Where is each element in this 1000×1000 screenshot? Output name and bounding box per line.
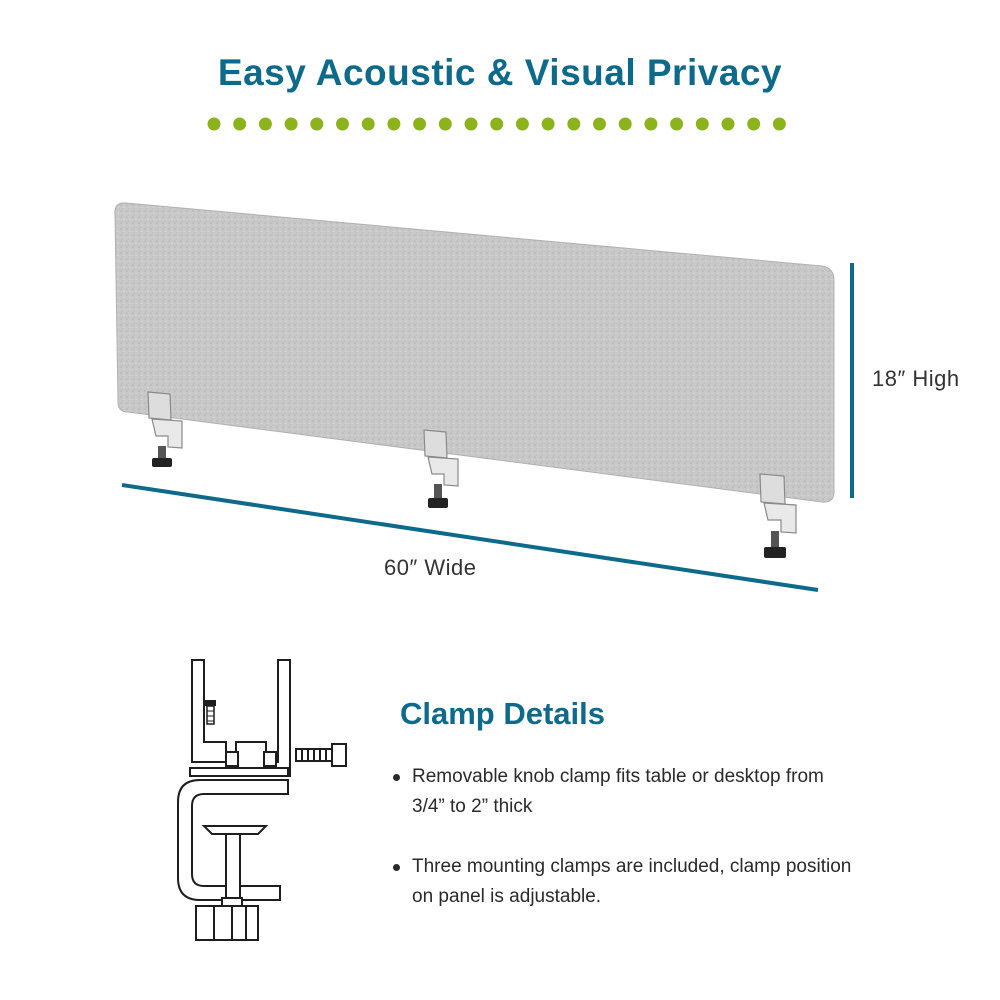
panel-clamp-right — [759, 473, 797, 558]
list-item: Three mounting clamps are included, clam… — [390, 852, 860, 912]
divider-dot — [618, 117, 632, 131]
divider-dot — [233, 117, 247, 131]
divider-dot — [336, 117, 349, 131]
divider-dot — [310, 117, 324, 131]
page-title: Easy Acoustic & Visual Privacy — [217, 52, 783, 93]
width-dimension-line — [121, 483, 819, 592]
divider-dot — [207, 117, 221, 131]
divider-dot — [438, 117, 452, 131]
desk-clamp-icon — [177, 659, 291, 941]
divider-dot — [541, 117, 555, 131]
divider-dot — [515, 117, 529, 131]
width-label: 60″ Wide — [384, 555, 477, 580]
height-label: 18″ High — [872, 366, 960, 391]
divider-dot — [464, 117, 478, 131]
list-item: Removable knob clamp fits table or deskt… — [390, 762, 860, 822]
knob-icon — [195, 905, 259, 941]
bullet-text: Removable knob clamp fits table or deskt… — [412, 766, 824, 817]
bullet-text: Three mounting clamps are included, clam… — [412, 856, 852, 907]
screw-icon — [205, 700, 216, 725]
divider-dot — [593, 117, 606, 131]
panel-clamp-left — [147, 391, 183, 467]
divider-dot — [567, 117, 581, 131]
clamp-details-list: Removable knob clamp fits table or deskt… — [390, 762, 860, 942]
panel-clamp-middle — [423, 429, 459, 508]
divider-dot — [387, 117, 401, 131]
divider-dot — [721, 117, 735, 131]
divider-dot — [361, 117, 375, 131]
divider-dot — [490, 117, 504, 131]
divider-dot — [670, 117, 684, 131]
divider-dot — [772, 117, 786, 131]
bullet-icon — [393, 774, 400, 781]
divider-dot — [258, 117, 272, 131]
divider-dot — [644, 117, 658, 131]
privacy-panel — [114, 202, 835, 503]
dotted-divider — [207, 117, 786, 131]
clamp-details-heading: Clamp Details — [400, 696, 606, 731]
divider-dot — [747, 117, 761, 131]
bolt-icon — [295, 743, 347, 767]
divider-dot — [284, 117, 298, 131]
divider-dot — [413, 117, 427, 131]
bullet-icon — [393, 864, 400, 871]
divider-dot — [695, 117, 709, 131]
